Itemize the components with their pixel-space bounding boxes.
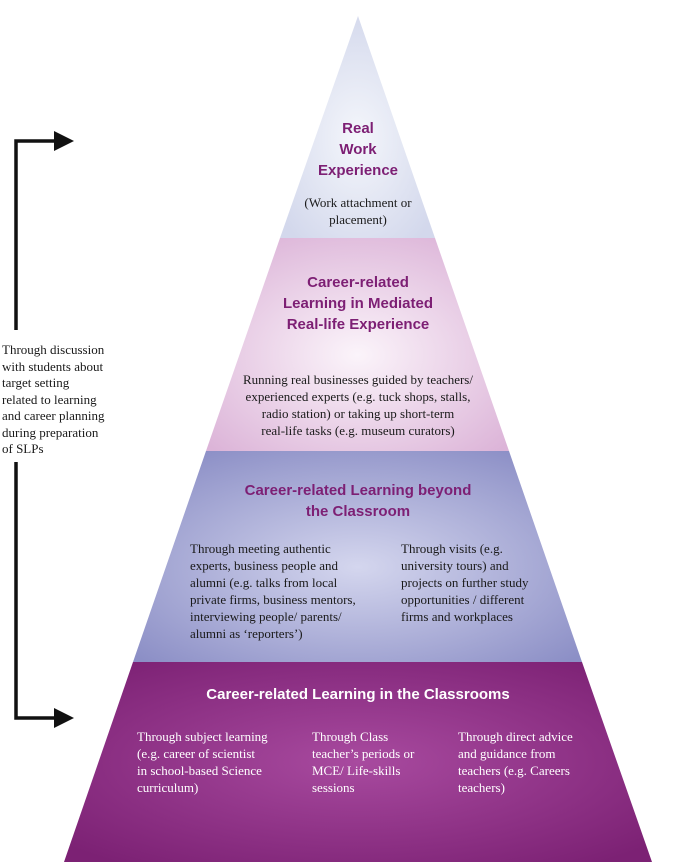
tier-1-subtitle: (Work attachment or placement): [304, 195, 412, 227]
tier-1-title: Real Work Experience: [317, 120, 399, 179]
tier-4-shape: [64, 662, 652, 862]
tier-4-title: Career-related Learning in the Classroom…: [206, 686, 510, 703]
tier-3-column-1: Through meeting authentic experts, busin…: [190, 541, 356, 641]
tier-3-title: Career-related Learning beyond the Class…: [244, 482, 472, 520]
tier-1-shape: [280, 16, 435, 238]
tier-3-column-2: Through visits (e.g. university tours) a…: [401, 541, 529, 624]
side-note: Through discussion with students about t…: [2, 342, 105, 456]
tier-2-title: Career-related Learning in Mediated Real…: [282, 274, 433, 333]
tier-3-shape: [133, 451, 582, 662]
tier-4-column-1: Through subject learning (e.g. career of…: [137, 729, 268, 795]
tier-4-column-3: Through direct advice and guidance from …: [458, 729, 573, 795]
arrow-head-bottom: [54, 708, 74, 728]
bracket-arrow: [14, 139, 55, 720]
arrow-head-top: [54, 131, 74, 151]
tier-4-column-2: Through Class teacher’s periods or MCE/ …: [312, 729, 415, 795]
tier-2-shape: [206, 238, 509, 451]
tier-2-subtitle: Running real businesses guided by teache…: [243, 372, 473, 438]
